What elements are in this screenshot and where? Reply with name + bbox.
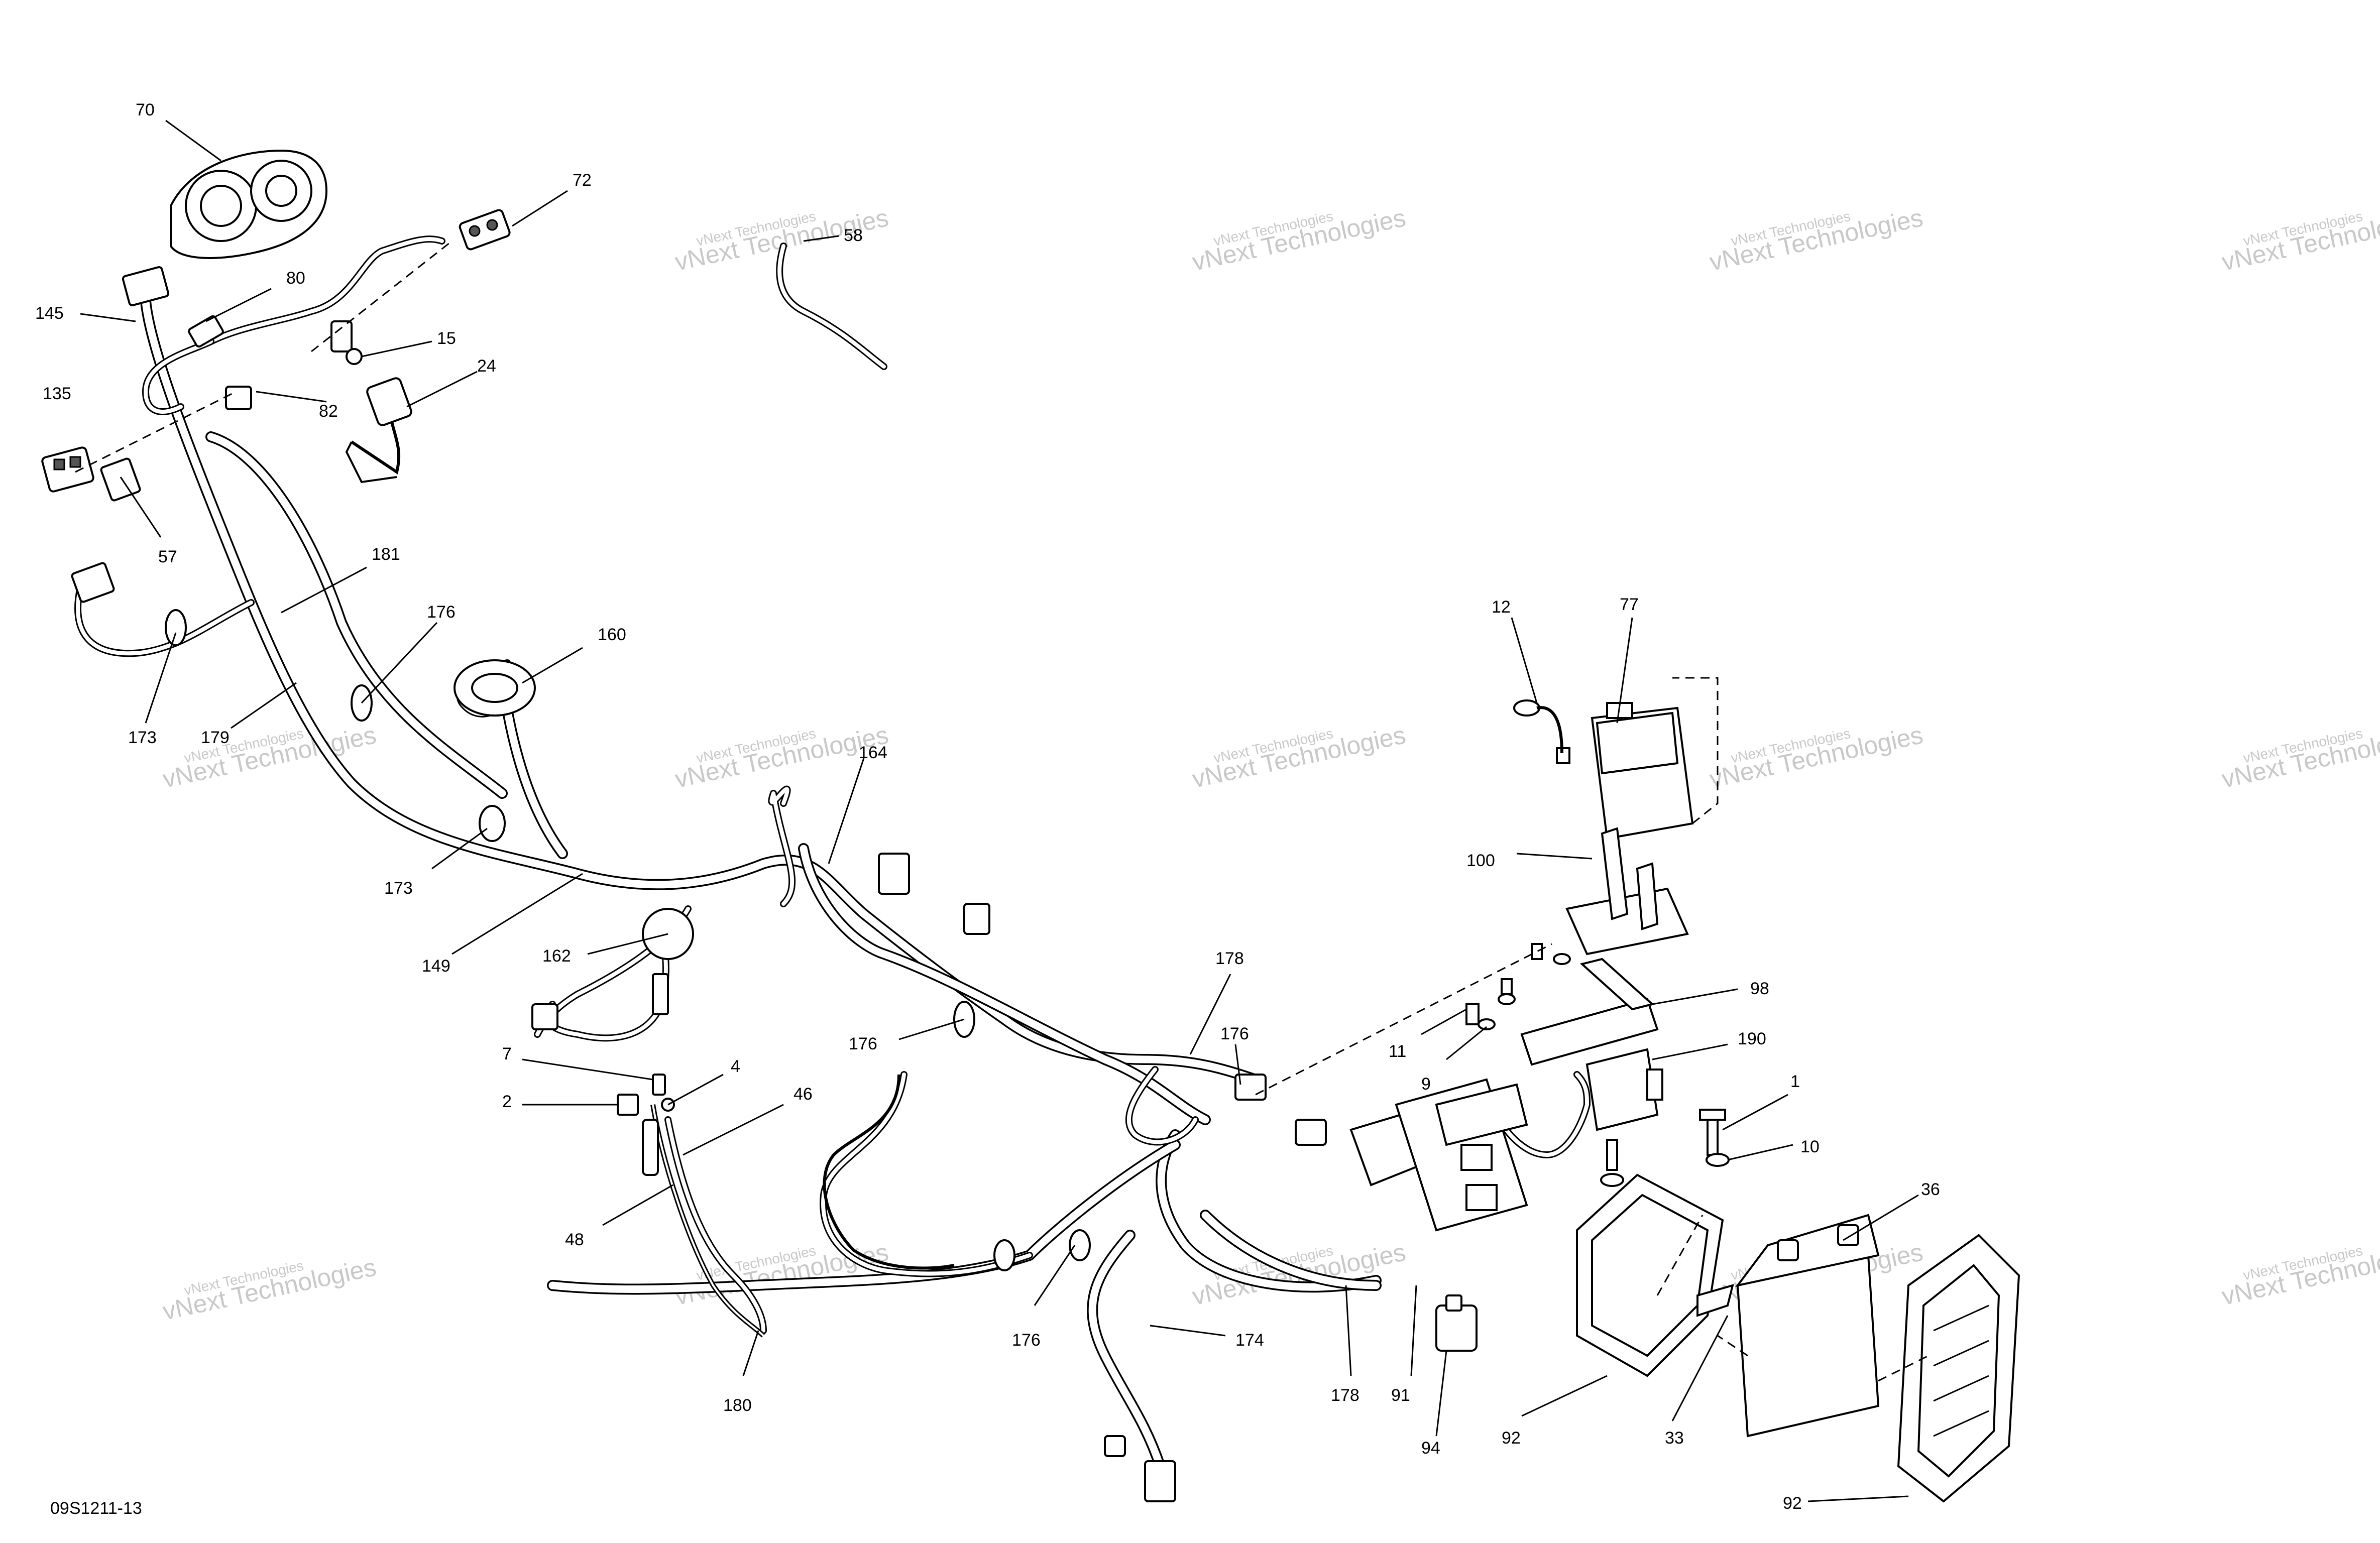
callout-label: 58 (844, 226, 863, 245)
leader-lines (80, 120, 1919, 1502)
callout-label: 94 (1421, 1439, 1440, 1458)
callout-label: 160 (598, 625, 626, 644)
electronic-module (1585, 1048, 1663, 1131)
callout-label: 164 (859, 743, 887, 762)
switch (188, 315, 224, 348)
callout-label: 80 (286, 269, 305, 288)
assembly-lines (75, 240, 1929, 1382)
callout-label: 176 (849, 1034, 877, 1053)
callout-label: 7 (502, 1044, 512, 1063)
callout-label: 181 (372, 545, 400, 564)
watermark: vNext Technologies vNext Technologies (2219, 203, 2380, 276)
callout-label: 9 (1421, 1075, 1431, 1094)
watermark: vNext Technologies vNext Technologies (2219, 1238, 2380, 1311)
callout-label: 190 (1738, 1029, 1766, 1048)
callout-label: 135 (43, 384, 71, 403)
callout-label: 149 (422, 957, 450, 976)
callout-label: 180 (723, 1396, 752, 1415)
connector (71, 562, 115, 603)
callout-label: 33 (1665, 1429, 1684, 1448)
callout-label: 1 (1790, 1072, 1800, 1091)
watermark: vNext Technologies vNext Technologies (672, 721, 891, 793)
callout-label: 176 (1220, 1024, 1249, 1043)
screws (1465, 943, 1571, 1030)
callout-label: 70 (136, 100, 155, 120)
fuse-box (1349, 1078, 1528, 1232)
callout-label: 173 (128, 728, 157, 747)
callout-label: 162 (542, 946, 571, 966)
callout-label: 91 (1391, 1386, 1410, 1405)
bolts (1600, 1109, 1730, 1187)
watermark: vNext Technologies vNext Technologies (1190, 721, 1408, 793)
callout-label: 176 (427, 603, 456, 622)
callout-label: 46 (794, 1085, 813, 1104)
connector (459, 209, 511, 251)
connector (878, 853, 990, 935)
ecm-module (1591, 702, 1694, 840)
callout-label: 179 (201, 728, 230, 747)
bracket (1520, 958, 1659, 1066)
connector (225, 386, 252, 410)
callout-label: 98 (1750, 979, 1769, 998)
watermark: vNext Technologies vNext Technologies (1190, 203, 1408, 276)
callout-label: 36 (1921, 1180, 1940, 1199)
callout-label: 92 (1502, 1429, 1521, 1448)
sensor (1513, 699, 1570, 764)
callout-label: 11 (1389, 1042, 1406, 1061)
instrument-cluster (170, 149, 328, 259)
callout-label: 178 (1215, 949, 1244, 968)
callout-label: 92 (1783, 1494, 1802, 1513)
watermark: vNext Technologies vNext Technologies (1707, 203, 1925, 276)
watermark: vNext Technologies vNext Technologies (1707, 721, 1925, 793)
callout-label: 176 (1012, 1331, 1041, 1350)
callout-label: 24 (477, 357, 496, 376)
connector (100, 457, 141, 502)
connector (41, 446, 94, 493)
sensor (330, 320, 363, 365)
callout-label: 2 (502, 1092, 512, 1111)
callout-label: 15 (437, 329, 456, 348)
battery-cable (823, 1074, 955, 1270)
callout-label: 100 (1466, 851, 1495, 870)
battery (1735, 1214, 1880, 1438)
callout-label: 12 (1492, 598, 1511, 617)
grommet (454, 659, 536, 717)
callout-label: 57 (158, 547, 177, 566)
callout-label: 178 (1331, 1386, 1359, 1405)
callout-label: 82 (319, 402, 338, 421)
watermark: vNext Technologies vNext Technologies (160, 1253, 379, 1326)
battery-cover (1897, 1234, 2020, 1503)
callout-label: 10 (1800, 1137, 1820, 1156)
connector (531, 973, 669, 1030)
ground-cable-inner (652, 1104, 764, 1337)
callout-label: 173 (384, 879, 413, 898)
diagram-code: 09S1211-13 (50, 1499, 142, 1518)
bracket (1565, 827, 1689, 956)
callout-label: 174 (1235, 1331, 1264, 1350)
connector (1234, 1074, 1327, 1146)
callout-label: 72 (573, 171, 592, 190)
connector (122, 266, 170, 306)
callout-label: 4 (731, 1057, 740, 1076)
battery-tray (1576, 1173, 1734, 1377)
callout-labels: 70 72 58 80 145 15 24 135 82 57 181 176 … (35, 100, 1940, 1513)
lanyard-key (345, 377, 412, 484)
callout-label: 48 (565, 1230, 584, 1249)
starter-relay (1435, 1294, 1478, 1352)
watermark: vNext Technologies vNext Technologies (2219, 721, 2380, 793)
callout-label: 77 (1620, 595, 1639, 614)
connector (1104, 1435, 1176, 1502)
callout-label: 145 (35, 304, 64, 323)
